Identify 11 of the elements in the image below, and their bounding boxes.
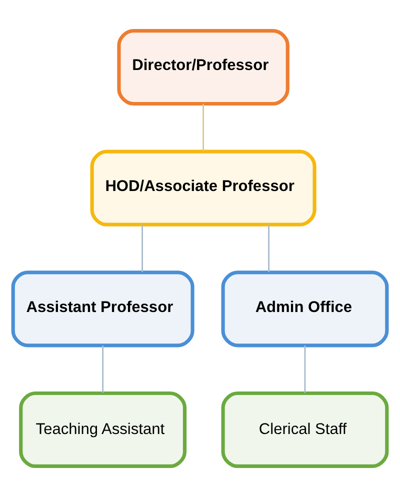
connector (102, 345, 104, 392)
connector (304, 345, 306, 392)
node-box: Director/Professor (117, 28, 290, 106)
connector (142, 224, 143, 272)
node-box: Admin Office (221, 270, 389, 347)
node-box: HOD/Associate Professor (90, 149, 316, 226)
connector (202, 103, 204, 151)
node-box: Teaching Assistant (19, 390, 187, 468)
connector (268, 224, 270, 272)
node-box: Assistant Professor (11, 270, 194, 347)
node-box: Clerical Staff (221, 390, 389, 468)
